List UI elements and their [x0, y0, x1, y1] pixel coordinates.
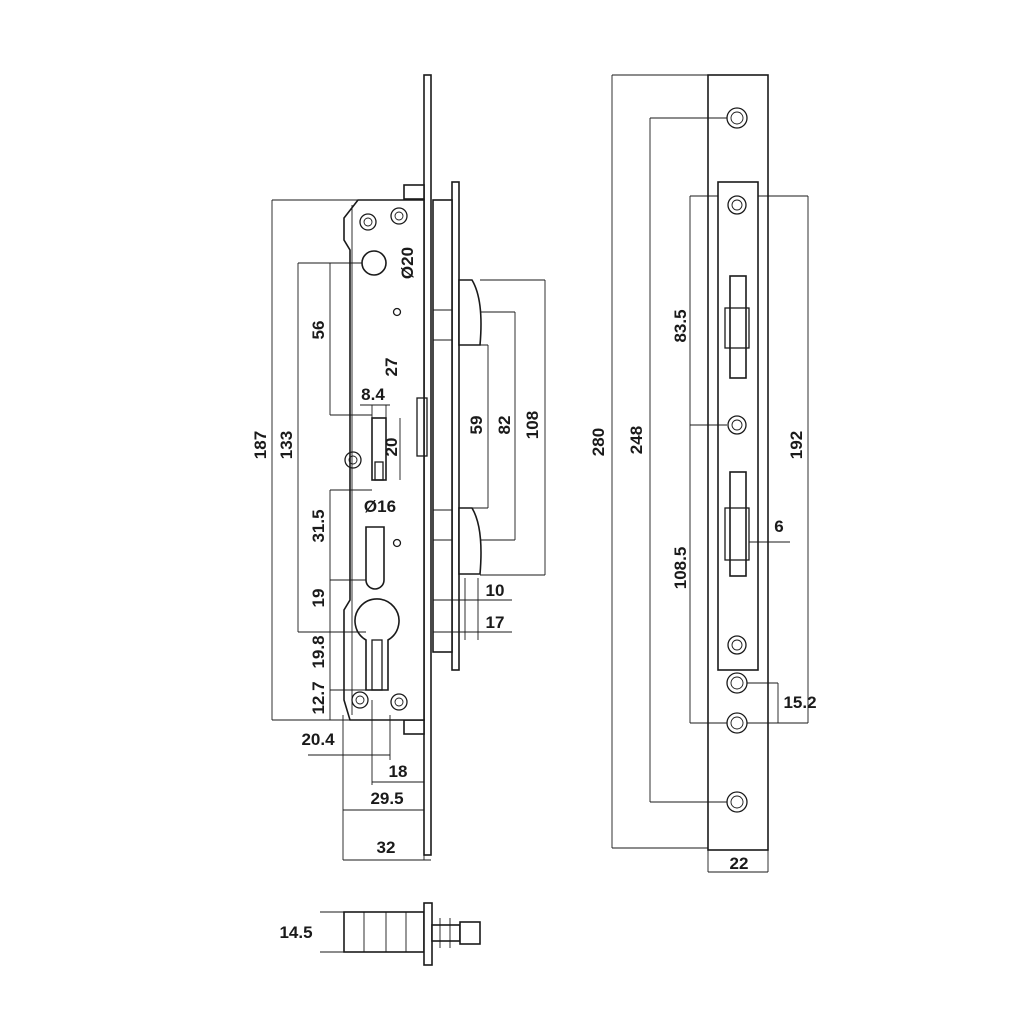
lower-bolt-slot-inner: [724, 507, 750, 561]
dim-19: 19: [309, 589, 328, 608]
dim-108: 108: [523, 411, 542, 439]
bottom-body: [343, 911, 425, 953]
dim-19-8: 19.8: [309, 635, 328, 668]
dim-d20: Ø20: [398, 247, 417, 279]
dim-83-5: 83.5: [671, 309, 690, 342]
front-faceplate-strip: [423, 74, 432, 856]
front-view: 187 133 56 27 8.4 20 Ø20 Ø16 31.5 19 19.…: [251, 74, 432, 861]
dim-187: 187: [251, 431, 270, 459]
dim-10: 10: [486, 581, 505, 600]
dim-20: 20: [382, 438, 401, 457]
upper-latch-bolt: [458, 279, 482, 346]
dim-8-4: 8.4: [361, 385, 385, 404]
follower-hole: [361, 250, 387, 276]
dim-14-5: 14.5: [279, 923, 312, 942]
cylinder-keyhole: [354, 598, 400, 691]
dim-59: 59: [467, 416, 486, 435]
bottom-bolt-tip: [459, 921, 481, 945]
spindle-slot: [365, 526, 385, 590]
screw-icon: [344, 207, 408, 711]
lower-bolt-slot: [729, 471, 747, 577]
latch-slot-inner: [374, 461, 384, 481]
dim-12-7: 12.7: [309, 681, 328, 714]
dim-18: 18: [389, 762, 408, 781]
side-view: 59 82 108 10 17: [416, 181, 546, 671]
side-body: [432, 199, 453, 653]
bottom-faceplate: [423, 902, 433, 966]
dim-280: 280: [589, 428, 608, 456]
dim-31-5: 31.5: [309, 509, 328, 542]
small-pin-hole-lower: [392, 538, 402, 548]
lower-latch-bolt: [458, 507, 482, 575]
dim-d16: Ø16: [364, 497, 396, 516]
upper-bolt-slot-inner: [724, 307, 750, 349]
dim-6: 6: [774, 517, 783, 536]
dim-82: 82: [495, 416, 514, 435]
faceplate-view: 280 248 83.5 192 6 108.5 15.2 22: [589, 74, 817, 873]
side-faceplate: [451, 181, 460, 671]
dim-17: 17: [486, 613, 505, 632]
faceplate-inner-plate: [717, 181, 759, 671]
dim-32: 32: [377, 838, 396, 857]
bottom-view: 14.5: [279, 902, 481, 966]
dim-20-4: 20.4: [301, 730, 335, 749]
dim-56: 56: [309, 321, 328, 340]
dim-192: 192: [787, 431, 806, 459]
dim-29-5: 29.5: [370, 789, 403, 808]
dim-22: 22: [730, 854, 749, 873]
dim-248: 248: [627, 426, 646, 454]
bottom-bolt: [431, 924, 461, 942]
dim-108-5: 108.5: [671, 547, 690, 590]
side-center-bolt: [416, 397, 428, 457]
dim-27: 27: [382, 358, 401, 377]
small-pin-hole: [392, 307, 402, 317]
front-top-tab: [403, 184, 425, 200]
dim-133: 133: [277, 431, 296, 459]
upper-bolt-slot: [729, 275, 747, 379]
keyhole-slot: [371, 639, 383, 691]
dim-15-2: 15.2: [783, 693, 816, 712]
front-bottom-tab: [403, 719, 425, 735]
